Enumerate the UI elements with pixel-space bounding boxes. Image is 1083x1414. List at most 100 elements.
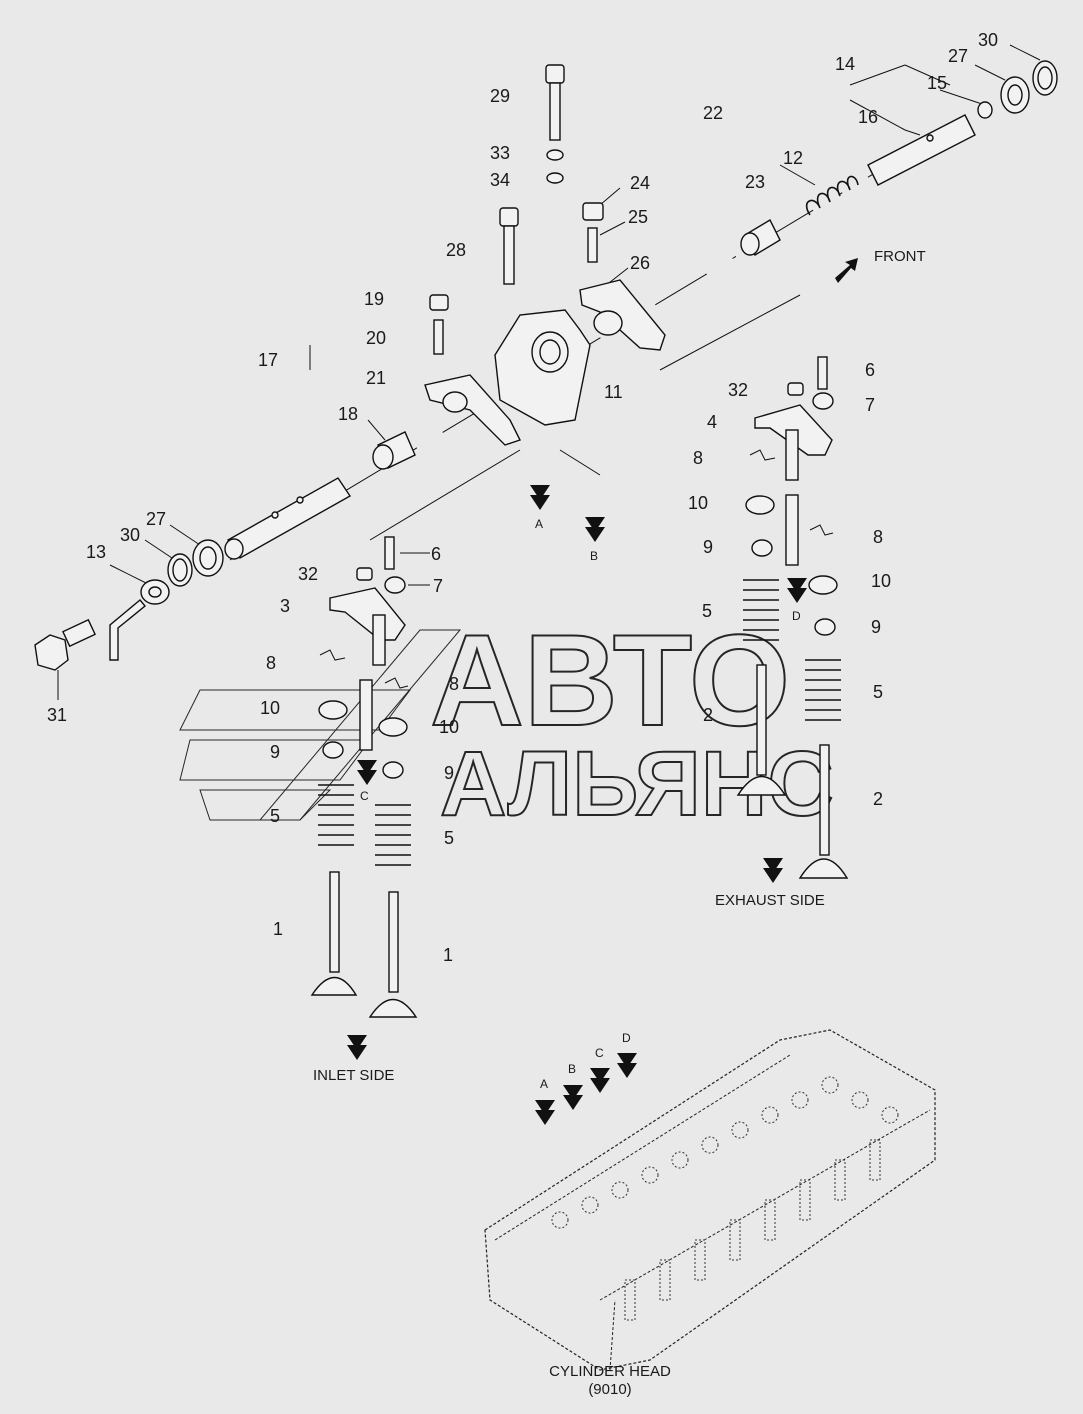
callout-10-inlet-right: 10 [439, 717, 459, 737]
callout-2-left: 2 [703, 705, 713, 725]
part-rocker-pedestal [494, 309, 591, 426]
arrow-d-icon [787, 578, 807, 603]
callout-6-right: 6 [865, 360, 875, 380]
callout-7-right: 7 [865, 395, 875, 415]
head-arrow-b-icon [563, 1085, 583, 1110]
callout-21: 21 [366, 368, 386, 388]
callout-17: 17 [258, 350, 278, 370]
callout-10-inlet-left: 10 [260, 698, 280, 718]
callout-11: 11 [604, 382, 623, 402]
callout-15: 15 [927, 73, 947, 93]
callout-28: 28 [446, 240, 466, 260]
part-rocker-shaft-right [867, 114, 976, 186]
part-bush-23 [740, 219, 781, 256]
callout-18: 18 [338, 404, 358, 424]
head-marker-d: D [622, 1031, 631, 1045]
part-nut-24 [582, 202, 604, 221]
part-rocker-arm-21 [424, 374, 521, 446]
head-arrow-c-icon [590, 1068, 610, 1093]
callout-29: 29 [490, 86, 510, 106]
part-bush-18 [372, 431, 416, 470]
callout-7-left: 7 [433, 576, 443, 596]
arrow-a-icon [530, 485, 550, 510]
head-marker-c: C [595, 1046, 604, 1060]
part-washer-27-right [1000, 76, 1030, 114]
callout-5-inlet-left: 5 [270, 806, 280, 826]
part-bolt-28 [499, 207, 519, 285]
marker-c: C [360, 789, 369, 803]
callout-9-exhaust-right: 9 [871, 617, 881, 637]
part-rocker-shaft-left [224, 477, 352, 560]
part-screw-25 [587, 227, 598, 263]
callout-27-left: 27 [146, 509, 166, 529]
marker-d: D [792, 609, 801, 623]
callout-23: 23 [745, 172, 765, 192]
marker-b: B [590, 549, 598, 563]
callout-31: 31 [47, 705, 67, 725]
label-inlet-side: INLET SIDE [313, 1067, 394, 1084]
head-arrow-a-icon [535, 1100, 555, 1125]
part-spring-12 [805, 175, 859, 216]
callout-12: 12 [783, 148, 803, 168]
label-exhaust-side: EXHAUST SIDE [715, 892, 825, 909]
callout-16: 16 [858, 107, 878, 127]
part-exhaust-assembly [736, 356, 849, 879]
watermark-emblem-icon [179, 629, 462, 821]
callout-32-right: 32 [728, 380, 748, 400]
callout-13: 13 [86, 542, 106, 562]
callout-10-exhaust-right: 10 [871, 571, 891, 591]
callout-8-exhaust-right: 8 [873, 527, 883, 547]
callout-5-exhaust-right: 5 [873, 682, 883, 702]
callout-8-inlet-left: 8 [266, 653, 276, 673]
callout-19: 19 [364, 289, 384, 309]
exhaust-arrow-icon [763, 858, 783, 883]
callout-2-right: 2 [873, 789, 883, 809]
marker-a: A [535, 517, 543, 531]
label-cylinder-head-ref: (9010) [588, 1381, 631, 1398]
front-arrow-icon [835, 258, 858, 283]
label-front: FRONT [874, 248, 926, 265]
callout-30-right: 30 [978, 30, 998, 50]
arrow-c-icon [357, 760, 377, 785]
callout-4: 4 [707, 412, 717, 432]
callout-26: 26 [630, 253, 650, 273]
part-bolt-29 [545, 64, 565, 184]
watermark-line1: АВТО [430, 607, 790, 753]
part-plug-15 [977, 101, 993, 119]
watermark-logo: АВТО АЛЬЯНС [179, 606, 835, 836]
part-circlip-left [167, 539, 224, 587]
callout-8-inlet-right: 8 [449, 674, 459, 694]
callout-8-exhaust-top: 8 [693, 448, 703, 468]
callout-1-right: 1 [443, 945, 453, 965]
head-marker-a: A [540, 1077, 548, 1091]
callout-3: 3 [280, 596, 290, 616]
arrow-b-icon [585, 517, 605, 542]
callout-22: 22 [703, 103, 723, 123]
part-nut-19 [429, 294, 449, 311]
callout-1-left: 1 [273, 919, 283, 939]
callout-30-left: 30 [120, 525, 140, 545]
label-cylinder-head: CYLINDER HEAD [549, 1363, 671, 1380]
callout-33: 33 [490, 143, 510, 163]
callout-14: 14 [835, 54, 855, 74]
callout-6-left: 6 [431, 544, 441, 564]
callout-5-exhaust-left: 5 [702, 601, 712, 621]
inlet-arrow-icon [347, 1035, 367, 1060]
callout-9-exhaust-left: 9 [703, 537, 713, 557]
head-marker-b: B [568, 1062, 576, 1076]
callout-9-inlet-left: 9 [270, 742, 280, 762]
callouts: 29 33 34 22 14 15 16 27 30 12 23 24 25 2… [47, 30, 998, 965]
callout-9-inlet-right: 9 [444, 763, 454, 783]
part-circlip-30-right [1032, 60, 1058, 96]
part-rocker-arm-26 [579, 279, 666, 351]
cylinder-head-illustration [484, 1029, 936, 1371]
head-arrow-d-icon [617, 1053, 637, 1078]
direction-arrows [347, 258, 858, 1125]
callout-27-right: 27 [948, 46, 968, 66]
callout-20: 20 [366, 328, 386, 348]
callout-25: 25 [628, 207, 648, 227]
callout-32-left: 32 [298, 564, 318, 584]
part-screw-20 [433, 319, 444, 355]
